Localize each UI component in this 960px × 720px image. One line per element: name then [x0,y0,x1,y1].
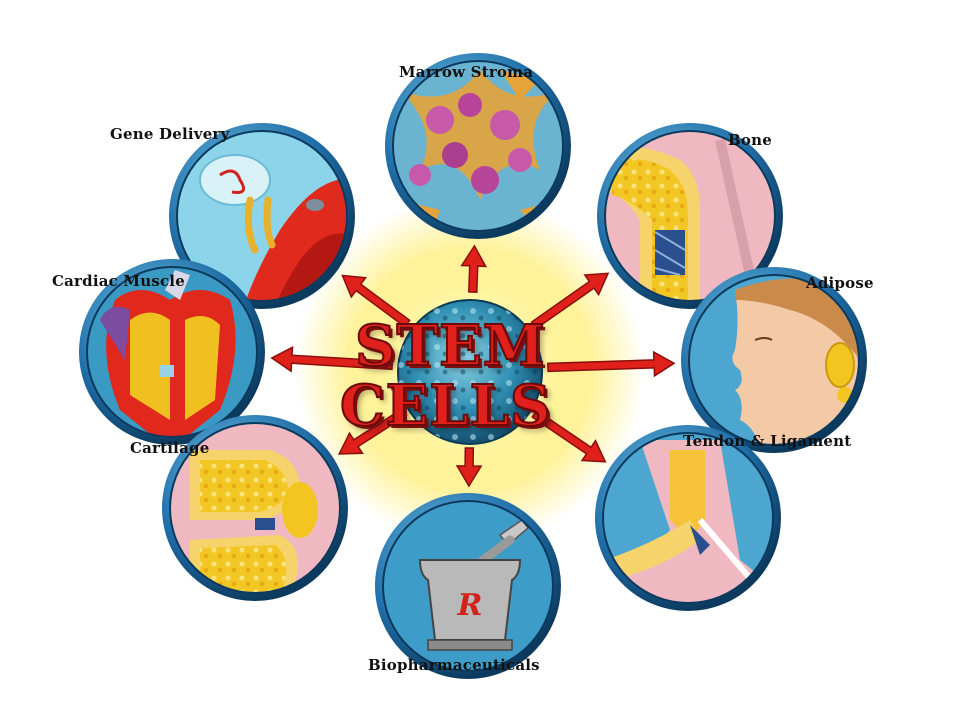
label-cardiac-muscle: Cardiac Muscle [52,272,185,290]
label-biopharmaceuticals: Biopharmaceuticals [368,656,540,674]
mortar-pestle-icon: R [375,493,561,679]
svg-text:R: R [457,588,483,623]
arrow-to-marrow-stroma [460,244,487,293]
cardiac-muscle-illustration [79,259,265,445]
stem-cell-texture [398,300,542,444]
tendon-ligament-illustration [595,425,781,611]
marrow-stroma-illustration [385,53,571,239]
label-marrow-stroma: Marrow Stroma [399,63,534,81]
arrow-to-bone [530,272,610,330]
label-bone: Bone [728,131,772,149]
cartilage-illustration [162,415,348,601]
arrow-to-tendon-ligament [531,409,607,463]
label-adipose: Adipose [806,274,874,292]
arrow-to-cardiac-muscle [270,346,394,373]
label-tendon-ligament: Tendon & Ligament [683,432,852,450]
label-cartilage: Cartilage [130,439,210,457]
arrows-group [270,244,676,488]
arrow-to-adipose [547,350,676,378]
center-title-line1: STEM [354,313,546,379]
arrow-to-biopharmaceuticals [455,447,483,488]
arrow-to-gene-delivery [341,274,411,328]
arrow-to-cartilage [337,407,408,455]
label-gene-delivery: Gene Delivery [110,125,230,143]
adipose-face-illustration [681,267,867,453]
center-title-line2: CELLS [339,373,552,439]
